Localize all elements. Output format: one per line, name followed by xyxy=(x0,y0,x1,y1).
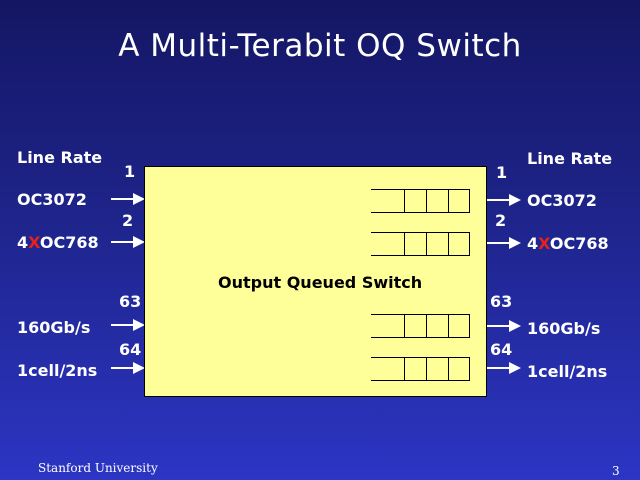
input-port-64: 64 xyxy=(119,340,142,359)
page-number: 3 xyxy=(612,464,620,478)
input-port-63: 63 xyxy=(119,292,142,311)
output-queue-2 xyxy=(371,232,470,256)
left-rate-oc3072: OC3072 xyxy=(17,190,87,209)
output-port-64: 64 xyxy=(490,340,513,359)
output-queue-63 xyxy=(371,314,470,338)
input-port-1: 1 xyxy=(124,162,136,181)
rate-suffix: OC768 xyxy=(39,233,99,252)
rate-prefix: 4 xyxy=(17,233,29,252)
switch-label: Output Queued Switch xyxy=(218,273,423,292)
rate-x: X xyxy=(538,234,550,253)
right-line-rate-heading: Line Rate xyxy=(527,149,613,168)
right-rate-4xoc768: 4XOC768 xyxy=(527,234,609,253)
output-queue-1 xyxy=(371,189,470,213)
right-rate-160gbs: 160Gb/s xyxy=(527,319,601,338)
rate-prefix: 4 xyxy=(527,234,539,253)
right-rate-cell: 1cell/2ns xyxy=(527,362,608,381)
input-arrow-icon xyxy=(111,362,145,374)
input-arrow-icon xyxy=(111,319,145,331)
output-arrow-icon xyxy=(487,237,521,249)
left-rate-cell: 1cell/2ns xyxy=(17,361,98,380)
output-arrow-icon xyxy=(487,320,521,332)
output-queue-64 xyxy=(371,357,470,381)
footer-institution: Stanford University xyxy=(38,461,158,475)
output-queued-switch-box xyxy=(144,166,487,397)
rate-suffix: OC768 xyxy=(549,234,609,253)
right-rate-oc3072: OC3072 xyxy=(527,191,597,210)
input-arrow-icon xyxy=(111,236,145,248)
input-arrow-icon xyxy=(111,193,145,205)
input-port-2: 2 xyxy=(122,211,134,230)
output-port-63: 63 xyxy=(490,292,513,311)
left-line-rate-heading: Line Rate xyxy=(17,148,103,167)
output-port-1: 1 xyxy=(496,163,508,182)
output-arrow-icon xyxy=(487,362,521,374)
output-port-2: 2 xyxy=(495,211,507,230)
slide-title: A Multi-Terabit OQ Switch xyxy=(118,28,522,64)
output-arrow-icon xyxy=(487,194,521,206)
left-rate-160gbs: 160Gb/s xyxy=(17,318,91,337)
left-rate-4xoc768: 4XOC768 xyxy=(17,233,99,252)
rate-x: X xyxy=(28,233,40,252)
